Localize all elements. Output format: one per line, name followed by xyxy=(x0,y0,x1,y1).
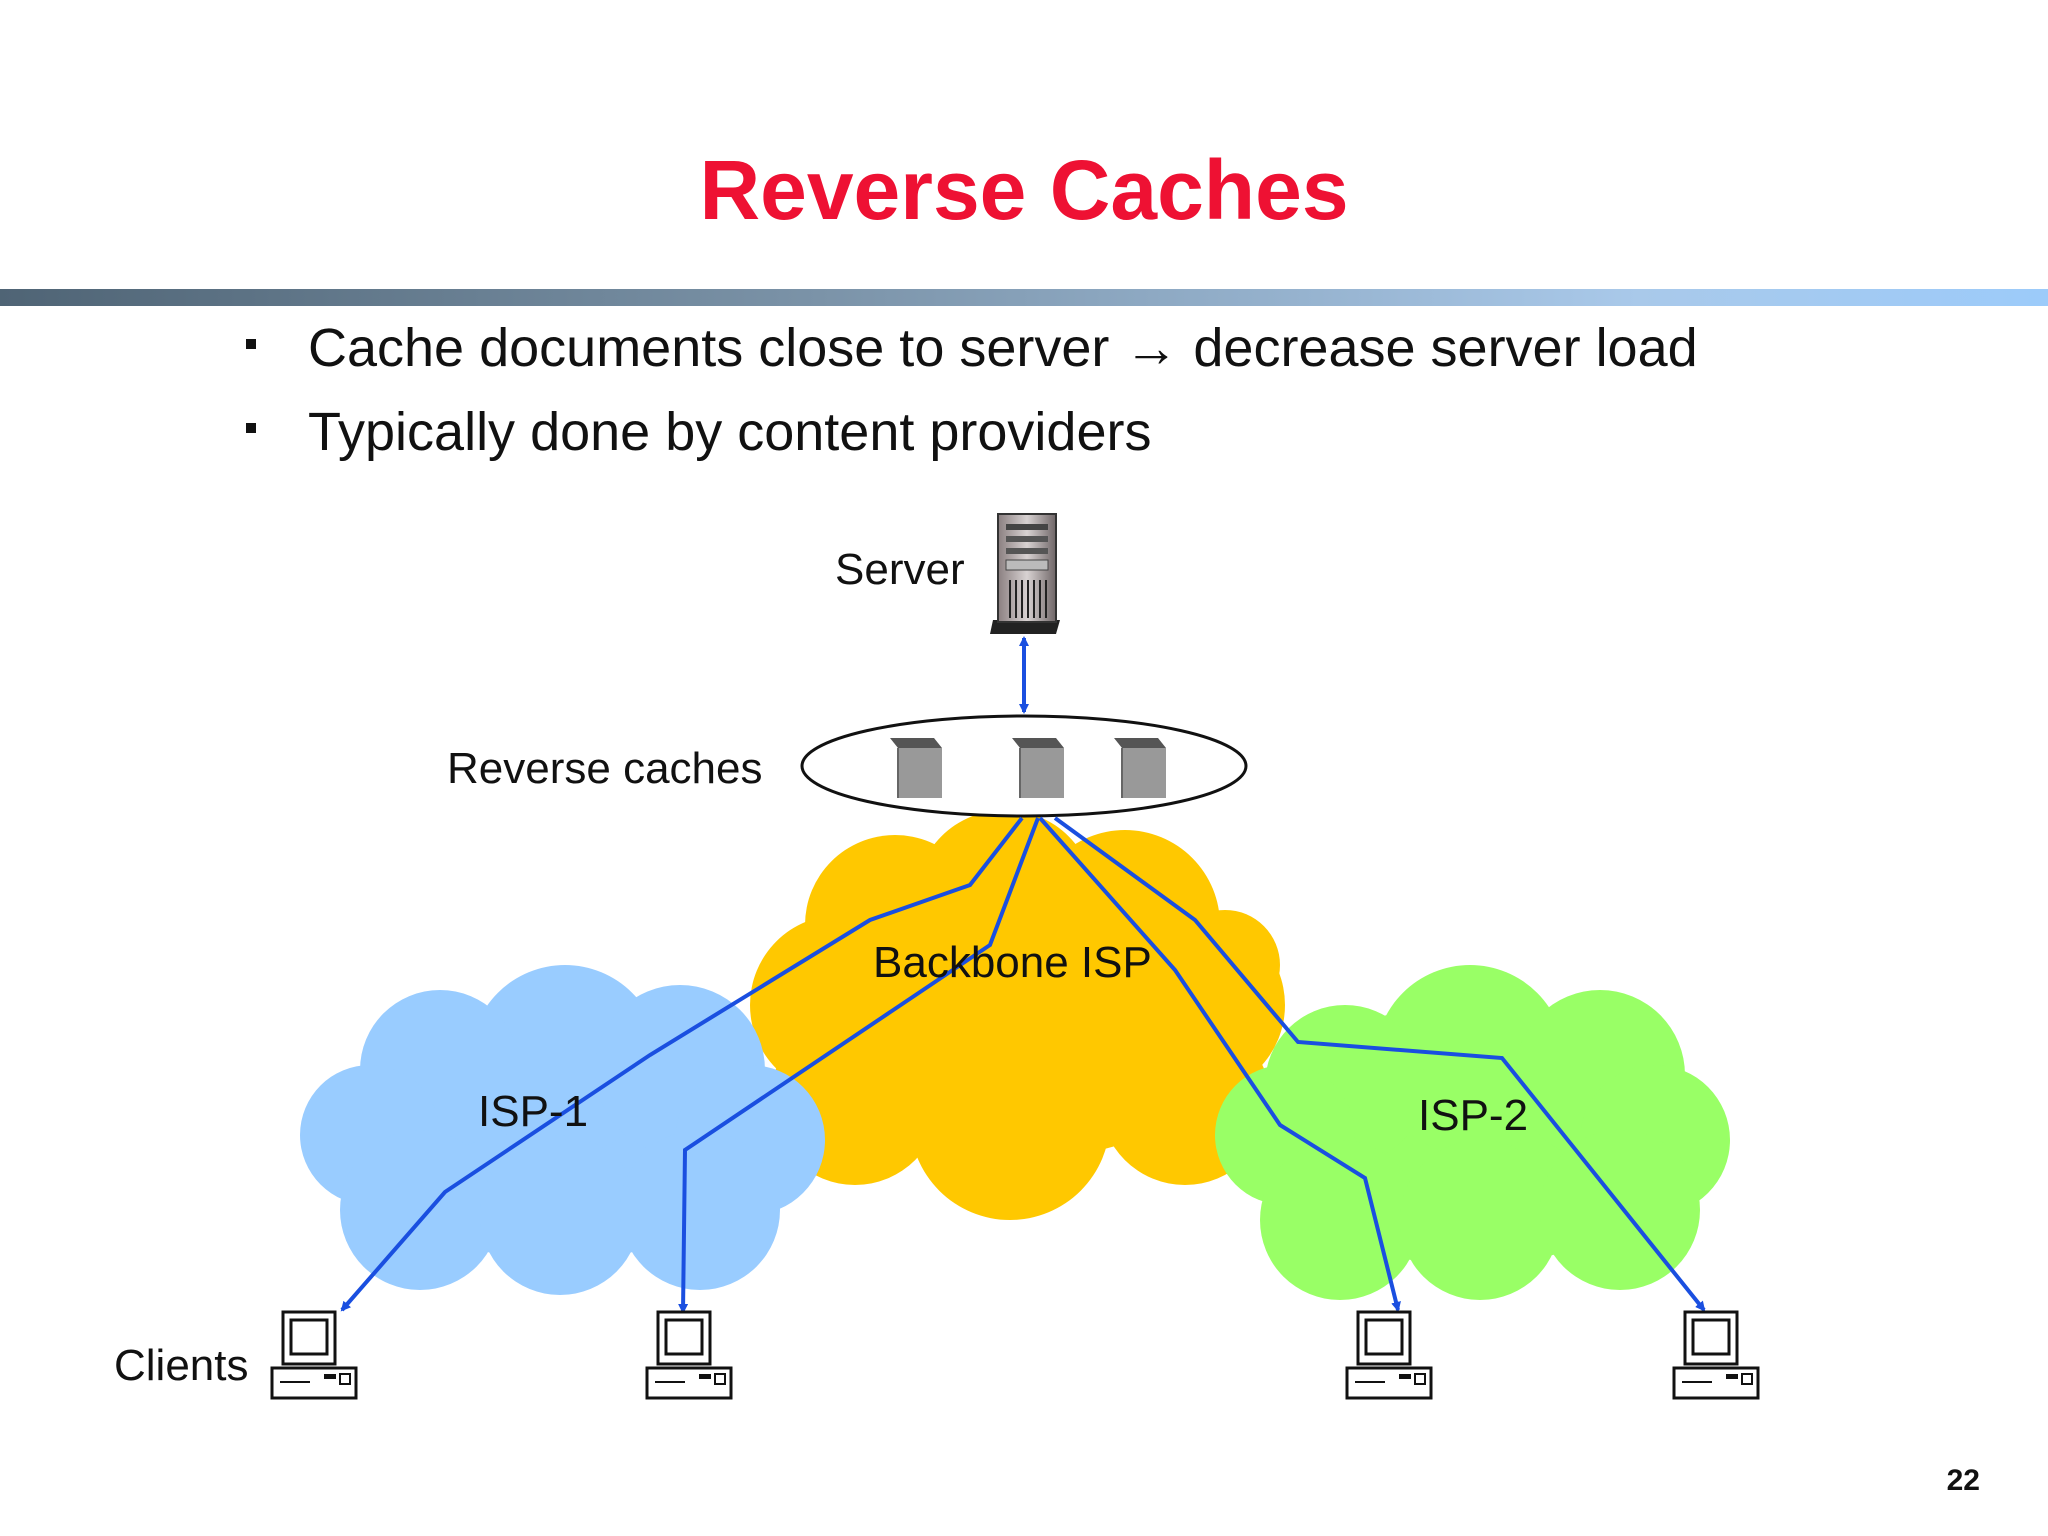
server-label: Server xyxy=(835,545,965,594)
client-computer-icon xyxy=(1672,1310,1760,1400)
client-computer-icon xyxy=(1345,1310,1433,1400)
bullet-square-icon xyxy=(246,339,256,349)
isp-1-cloud xyxy=(300,965,825,1295)
bullet-text: Typically done by content providers xyxy=(308,402,1152,462)
isp-1-label: ISP-1 xyxy=(478,1087,588,1136)
bullet-item: Typically done by content providers xyxy=(240,396,1698,480)
link-to-client-1 xyxy=(340,816,1024,1312)
backbone-isp-label: Backbone ISP xyxy=(873,938,1152,987)
page-number: 22 xyxy=(1946,1464,1980,1497)
server-icon xyxy=(990,513,1060,634)
link-to-client-4 xyxy=(1053,816,1706,1312)
link-to-client-3 xyxy=(1038,816,1401,1312)
cache-server-icon xyxy=(1011,737,1065,799)
bullet-list: Cache documents close to server → decrea… xyxy=(240,312,1698,480)
cache-client-links xyxy=(340,816,1706,1314)
link-to-client-2 xyxy=(678,817,1040,1314)
slide-title: Reverse Caches xyxy=(699,143,1349,237)
cache-server-icon xyxy=(889,737,943,799)
cache-server-icon xyxy=(1113,737,1167,799)
bullet-square-icon xyxy=(246,423,256,433)
isp-2-label: ISP-2 xyxy=(1418,1091,1528,1140)
bullet-item: Cache documents close to server → decrea… xyxy=(240,312,1698,396)
client-computer-icon xyxy=(270,1310,358,1400)
isp-2-cloud xyxy=(1215,965,1730,1300)
client-computer-icon xyxy=(645,1310,733,1400)
reverse-caches-label: Reverse caches xyxy=(447,744,762,793)
bullet-text: Cache documents close to server → decrea… xyxy=(308,318,1698,378)
clients-label: Clients xyxy=(114,1341,249,1390)
title-divider-bar xyxy=(0,289,2048,306)
